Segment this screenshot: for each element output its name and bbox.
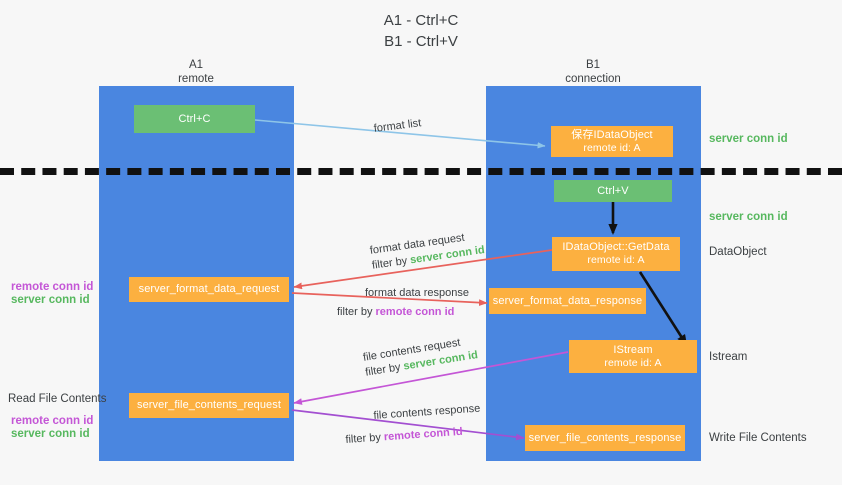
node-server-format-data-request-label: server_format_data_request [138, 283, 280, 295]
node-server-file-contents-request[interactable]: server_file_contents_request [129, 393, 289, 418]
column-header-b1-sub: connection [565, 73, 621, 85]
annotation-remote-conn-id-2: remote conn id [11, 415, 94, 427]
column-header-a1: A1 remote [116, 58, 276, 86]
page-title: A1 - Ctrl+C B1 - Ctrl+V [0, 10, 842, 52]
boundary-divider [0, 168, 842, 175]
annotation-server-conn-id-1: server conn id [11, 294, 90, 306]
edge-label-file-contents-response-filter: filter by remote conn id [345, 425, 463, 448]
annotation-write-file-contents: Write File Contents [709, 432, 807, 444]
node-server-file-contents-response[interactable]: server_file_contents_response [525, 425, 685, 451]
node-idataobject[interactable]: 保存IDataObject remote id: A [551, 126, 673, 157]
node-idataobject-line2: remote id: A [583, 141, 641, 154]
edge-label-file-contents-response: file contents response [373, 402, 481, 422]
edge-label-format-list: format list [373, 117, 422, 135]
node-istream-line1: IStream [613, 343, 653, 356]
edge-label-fcres-filter-key: remote conn id [383, 425, 463, 444]
annotation-server-conn-id-mid: server conn id [709, 211, 788, 223]
node-istream-line2: remote id: A [604, 356, 662, 369]
node-server-file-contents-response-label: server_file_contents_response [528, 431, 682, 444]
edge-label-file-contents-request: file contents request filter by server c… [362, 336, 479, 379]
node-server-format-data-response[interactable]: server_format_data_response [489, 288, 646, 314]
node-ctrl-c[interactable]: Ctrl+C [134, 105, 255, 133]
node-server-format-data-response-label: server_format_data_response [492, 294, 643, 307]
node-istream[interactable]: IStream remote id: A [569, 340, 697, 373]
node-ctrl-v-label: Ctrl+V [597, 184, 629, 197]
edge-label-format-data-response: format data response [365, 287, 469, 299]
column-header-a1-name: A1 [188, 59, 204, 71]
node-getdata-line1: IDataObject::GetData [562, 241, 670, 253]
annotation-remote-conn-id-1: remote conn id [11, 281, 94, 293]
node-ctrl-v[interactable]: Ctrl+V [554, 180, 672, 202]
node-server-file-contents-request-label: server_file_contents_request [136, 399, 282, 411]
edge-label-fdreq-filter-pre: filter by [371, 254, 412, 272]
title-line-1: A1 - Ctrl+C [383, 12, 459, 29]
annotation-server-conn-id-2: server conn id [11, 428, 90, 440]
edge-label-fcres-filter-pre: filter by [345, 431, 385, 446]
edge-label-format-data-request: format data request filter by server con… [369, 231, 486, 272]
column-header-a1-sub: remote [178, 73, 214, 85]
title-line-2: B1 - Ctrl+V [384, 33, 458, 50]
annotation-read-file-contents: Read File Contents [8, 393, 107, 405]
node-getdata-line2: remote id: A [587, 254, 645, 266]
edge-label-fdres-filter-pre: filter by [337, 306, 376, 318]
column-header-b1-name: B1 [585, 59, 601, 71]
annotation-dataobject: DataObject [709, 246, 767, 258]
column-header-b1: B1 connection [513, 58, 673, 86]
annotation-istream: Istream [709, 351, 748, 363]
node-idataobject-getdata[interactable]: IDataObject::GetData remote id: A [552, 237, 680, 271]
node-idataobject-line1: 保存IDataObject [571, 128, 653, 141]
edge-label-format-data-response-filter: filter by remote conn id [337, 305, 454, 320]
node-ctrl-c-label: Ctrl+C [178, 112, 211, 125]
edge-label-fdres-filter-key: remote conn id [375, 306, 455, 318]
node-server-format-data-request[interactable]: server_format_data_request [129, 277, 289, 302]
annotation-server-conn-id-top: server conn id [709, 133, 788, 145]
